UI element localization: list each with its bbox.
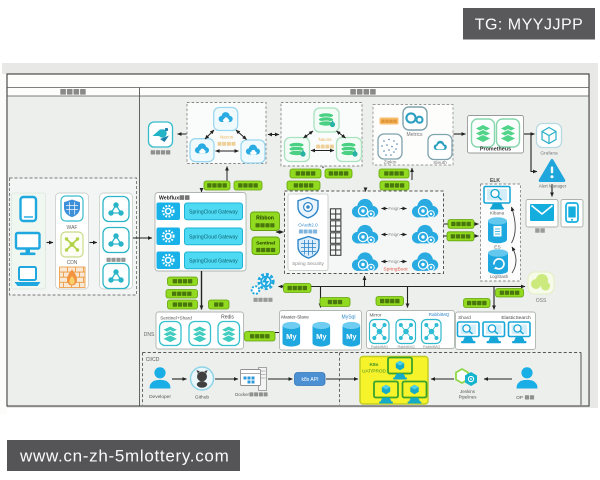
svg-text:LogStash: LogStash xyxy=(490,274,509,279)
svg-text:RabbitMQ: RabbitMQ xyxy=(397,345,414,349)
svg-text:Grafana: Grafana xyxy=(540,151,558,157)
svg-text:SpringBoot: SpringBoot xyxy=(383,267,408,273)
svg-text:Alert Manager: Alert Manager xyxy=(539,184,567,189)
svg-text:OSS: OSS xyxy=(536,298,547,304)
svg-text:Ribbon: Ribbon xyxy=(256,216,274,222)
svg-text:UAT/PROD: UAT/PROD xyxy=(362,369,386,374)
svg-text:Feign: Feign xyxy=(388,232,400,237)
svg-text:Sentinel: Sentinel xyxy=(256,240,276,246)
svg-text:Feign: Feign xyxy=(388,206,400,211)
svg-text:MySql: MySql xyxy=(342,315,356,321)
svg-text:OAuth2.0: OAuth2.0 xyxy=(298,223,318,228)
svg-text:Docker: Docker xyxy=(235,392,249,397)
svg-text:WAF: WAF xyxy=(67,225,78,231)
svg-text:Developer: Developer xyxy=(149,394,171,400)
svg-text:K8s: K8s xyxy=(370,362,379,368)
svg-text:RabbitMQ: RabbitMQ xyxy=(423,345,440,349)
svg-text:Nacos: Nacos xyxy=(318,137,332,142)
svg-text:Pipelines: Pipelines xyxy=(459,395,478,400)
svg-text:Metrics: Metrics xyxy=(406,132,423,138)
svg-text:Sleuth: Sleuth xyxy=(433,160,447,166)
svg-text:ES: ES xyxy=(494,244,500,250)
svg-text:Kibana: Kibana xyxy=(490,210,505,215)
svg-text:Webflux: Webflux xyxy=(159,196,179,202)
svg-text:Feign: Feign xyxy=(388,259,400,264)
svg-text:Shard: Shard xyxy=(458,315,471,321)
svg-text:Mirror: Mirror xyxy=(370,313,382,318)
svg-text:Prometheus: Prometheus xyxy=(480,147,511,153)
svg-text:Master-Slave: Master-Slave xyxy=(281,315,309,320)
svg-text:RabbitMQ: RabbitMQ xyxy=(371,345,388,349)
svg-text:SpringCloud Gateway: SpringCloud Gateway xyxy=(189,259,238,265)
svg-text:Zipkin: Zipkin xyxy=(384,160,397,166)
svg-text:SpringCloud Gateway: SpringCloud Gateway xyxy=(189,235,238,241)
svg-text:Spring Security: Spring Security xyxy=(292,261,324,266)
svg-text:DNS: DNS xyxy=(144,332,155,338)
svg-text:ELK: ELK xyxy=(490,178,500,184)
svg-text:www.cn-zh-5mlottery.com: www.cn-zh-5mlottery.com xyxy=(19,447,229,466)
svg-text:RabbitMQ: RabbitMQ xyxy=(429,312,450,317)
svg-text:Github: Github xyxy=(195,395,209,401)
svg-text:Redis: Redis xyxy=(221,315,234,321)
svg-text:k8s API: k8s API xyxy=(302,377,319,383)
svg-text:OP: OP xyxy=(516,395,523,401)
svg-text:Jenkins: Jenkins xyxy=(460,389,476,394)
svg-text:Sentinel+Shard: Sentinel+Shard xyxy=(160,316,192,321)
svg-text:CI/CD: CI/CD xyxy=(146,357,160,363)
svg-text:ElasticSearch: ElasticSearch xyxy=(501,315,531,321)
svg-text:SpringCloud Gateway: SpringCloud Gateway xyxy=(189,210,238,216)
svg-text:CDN: CDN xyxy=(67,260,78,266)
svg-text:Nacos: Nacos xyxy=(220,135,234,140)
svg-text:TG: MYYJJPP: TG: MYYJJPP xyxy=(475,17,584,34)
